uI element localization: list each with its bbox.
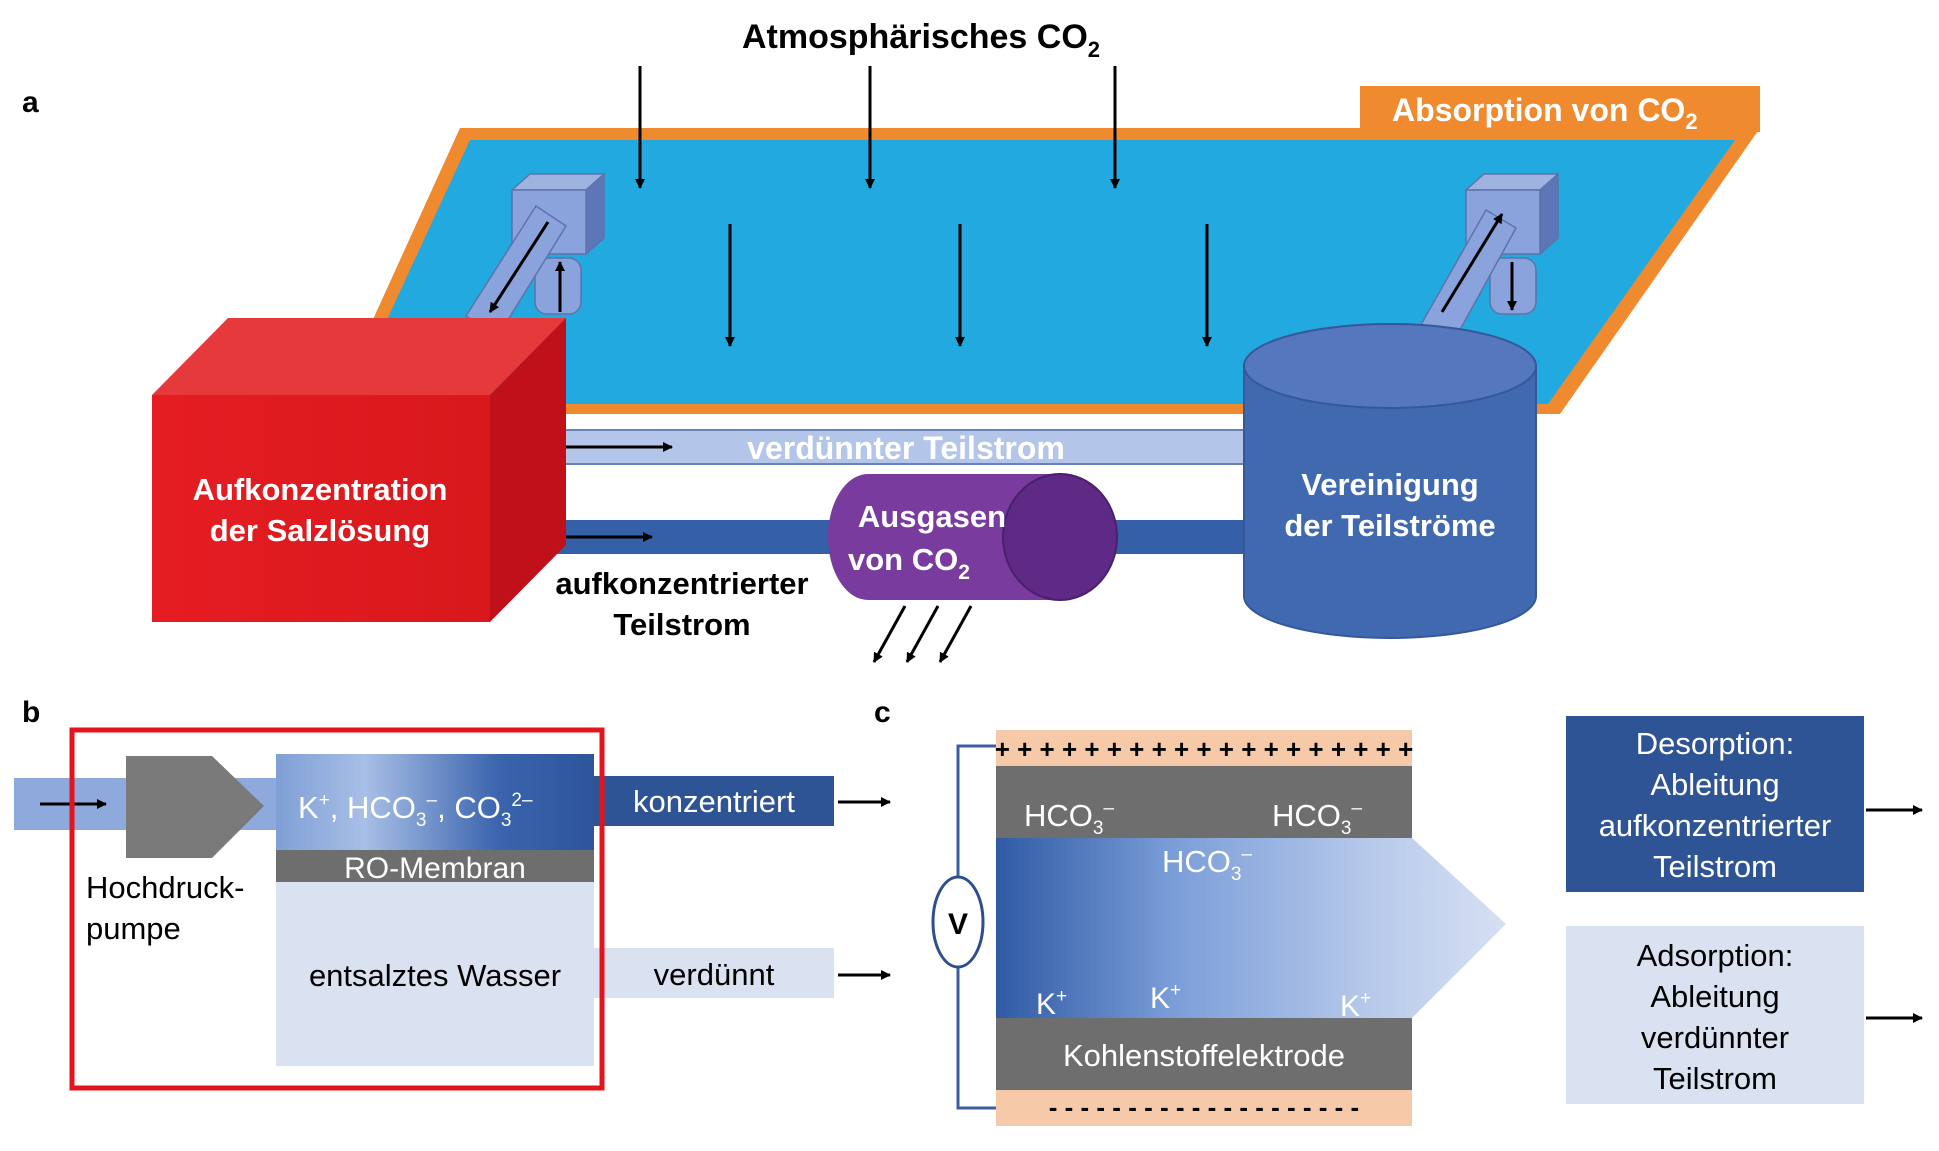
desalinated-water-zone bbox=[276, 882, 594, 1066]
concentration-unit bbox=[152, 318, 566, 622]
concentrate-outlet bbox=[594, 776, 834, 826]
permeate-outlet bbox=[594, 948, 834, 998]
adsorption-box bbox=[1566, 926, 1864, 1104]
outgassing-label-line2: von CO2 bbox=[848, 542, 970, 584]
permeate-label: verdünnt bbox=[654, 957, 775, 992]
carbon-electrode bbox=[996, 1018, 1412, 1090]
positive-collector bbox=[996, 730, 1412, 766]
channel-potassium-1: K+ bbox=[1036, 986, 1067, 1021]
top-bicarbonate-right: HCO3– bbox=[1272, 798, 1362, 839]
left-transfer-unit bbox=[464, 172, 606, 338]
diluted-stream-label: verdünnter Teilstrom bbox=[747, 430, 1065, 466]
co2-release-arrow bbox=[938, 605, 973, 663]
panel-label-c: c bbox=[874, 696, 891, 729]
right-transfer-unit bbox=[1416, 172, 1560, 350]
ro-unit-frame bbox=[69, 727, 605, 1091]
panel-label-b: b bbox=[22, 696, 40, 729]
co2-release-arrow bbox=[872, 605, 907, 663]
voltmeter bbox=[931, 875, 985, 969]
voltmeter-label: V bbox=[948, 908, 968, 941]
concentrate-label: konzentriert bbox=[633, 784, 795, 819]
desorption-box bbox=[1566, 716, 1864, 892]
flow-channel bbox=[996, 838, 1506, 1018]
merge-tank bbox=[1243, 323, 1537, 639]
ro-membrane-label: RO-Membran bbox=[344, 852, 526, 885]
ion-composition-label: K+, HCO3–, CO32– bbox=[298, 790, 533, 831]
negative-signs: - - - - - - - - - - - - - - - - - - - - bbox=[1049, 1092, 1359, 1122]
panel-label-a: a bbox=[22, 86, 39, 119]
pump-label: Hochdruck-pumpe bbox=[86, 870, 245, 946]
co2-release-arrow bbox=[905, 605, 940, 663]
channel-bicarbonate: HCO3– bbox=[1162, 844, 1252, 885]
channel-potassium-2: K+ bbox=[1150, 980, 1181, 1015]
high-pressure-pump bbox=[126, 756, 264, 858]
positive-signs: + + + + + + + + + + + + + + + + + + + bbox=[995, 734, 1414, 764]
absorption-tag bbox=[1360, 86, 1760, 132]
top-bicarbonate-left: HCO3– bbox=[1024, 798, 1114, 839]
negative-collector bbox=[996, 1090, 1412, 1126]
feed-solution-zone bbox=[276, 754, 594, 850]
atmospheric-co2-title: Atmosphärisches CO2 bbox=[742, 18, 1100, 62]
desalinated-water-label: entsalztes Wasser bbox=[309, 958, 561, 993]
top-electrode bbox=[996, 766, 1412, 838]
carbon-electrode-label: Kohlenstoffelektrode bbox=[1063, 1038, 1345, 1073]
outgassing-cylinder bbox=[828, 473, 1118, 601]
channel-potassium-3: K+ bbox=[1340, 988, 1371, 1023]
absorption-label: Absorption von CO2 bbox=[1392, 92, 1698, 134]
ro-membrane bbox=[276, 850, 594, 882]
outgassing-label: Ausgasen bbox=[858, 499, 1006, 534]
